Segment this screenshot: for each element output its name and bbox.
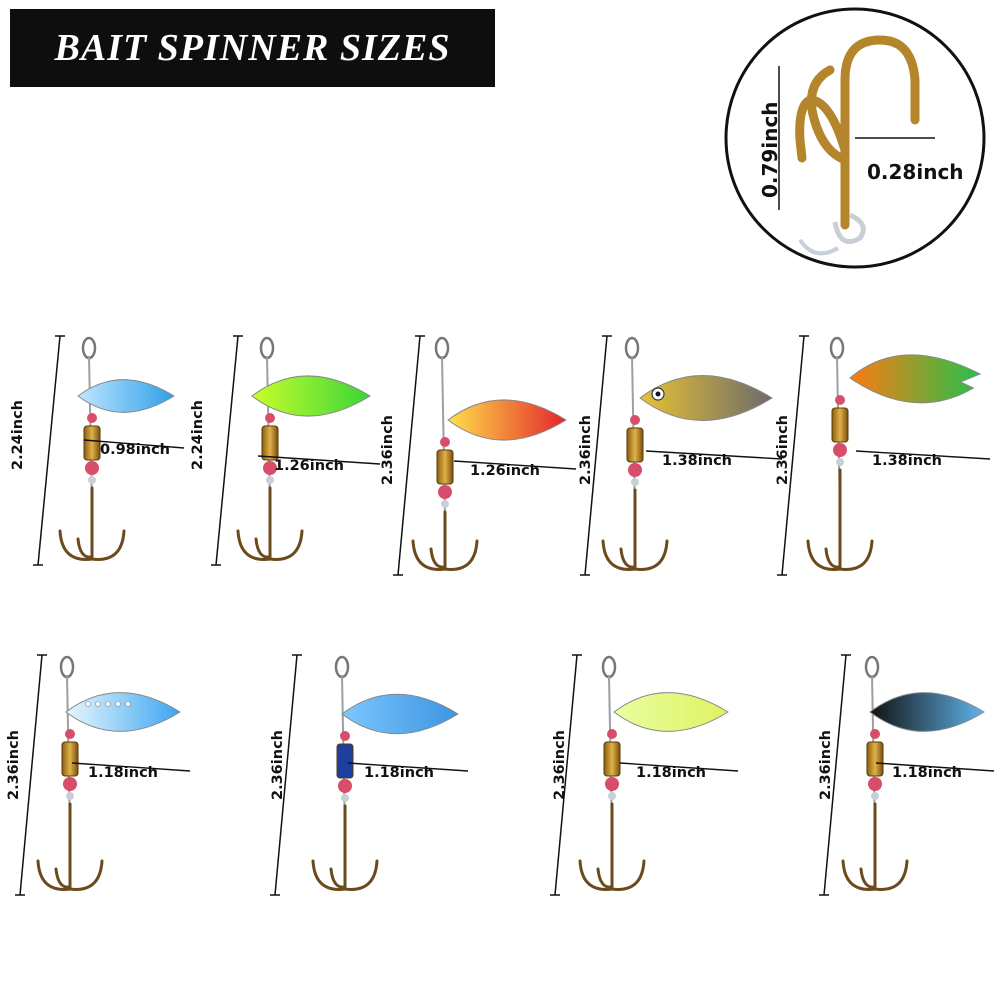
spinner-blade: [447, 399, 567, 441]
width-dimension-line: [347, 762, 469, 772]
treble-hook: [58, 486, 126, 561]
blade-width-label: 1.18inch: [364, 765, 434, 781]
hook-width-label: 0.28inch: [867, 160, 964, 184]
spinner-blade: [341, 693, 459, 735]
spinner-length-label: 2.36inch: [818, 730, 834, 800]
treble-hook-detail: [724, 7, 986, 269]
width-dimension-line: [619, 762, 739, 772]
spinner-lure: [580, 335, 783, 576]
treble-hook: [806, 468, 874, 571]
spinner-body: [83, 425, 101, 461]
treble-hook: [311, 804, 379, 891]
length-dimension-line: [584, 335, 608, 576]
spinner-length-label: 2.36inch: [380, 415, 396, 485]
spinner-body: [436, 449, 454, 485]
spinner-body: [261, 425, 279, 461]
spinner-length-label: 2.36inch: [6, 730, 22, 800]
blade-width-label: 1.18inch: [88, 765, 158, 781]
hook-height-label: 0.79inch: [758, 101, 782, 198]
spinner-lure: [819, 654, 995, 896]
length-dimension-line: [37, 335, 61, 566]
spinner-blade: [613, 692, 729, 732]
length-dimension-line: [554, 654, 578, 896]
spinner-blade: [869, 692, 985, 732]
title-banner: BAIT SPINNER SIZES: [10, 9, 495, 87]
spinner-length-label: 2.36inch: [270, 730, 286, 800]
spinner-length-label: 2.36inch: [552, 730, 568, 800]
spinner-body: [626, 427, 644, 463]
treble-hook: [36, 802, 104, 891]
spinner-blade: [65, 692, 181, 732]
length-dimension-line: [781, 335, 805, 576]
blade-width-label: 1.38inch: [872, 453, 942, 469]
spinner-lure: [550, 654, 739, 896]
spinner-lure: [211, 335, 381, 566]
blade-width-label: 0.98inch: [100, 442, 170, 458]
width-dimension-line: [855, 450, 991, 460]
spinner-length-label: 2.24inch: [10, 400, 26, 470]
width-dimension-line: [875, 762, 995, 772]
spinner-length-label: 2.36inch: [775, 415, 791, 485]
spinner-blade: [849, 354, 982, 404]
treble-hook: [411, 510, 479, 571]
spinner-lure: [393, 335, 577, 576]
page-title: BAIT SPINNER SIZES: [54, 27, 451, 69]
length-dimension-line: [215, 335, 239, 566]
spinner-length-label: 2.36inch: [578, 415, 594, 485]
spinner-body: [61, 741, 79, 777]
spinner-body: [831, 407, 849, 443]
treble-hook: [841, 802, 909, 891]
length-dimension-line: [19, 654, 43, 896]
spinner-blade: [251, 375, 371, 417]
blade-width-label: 1.26inch: [470, 463, 540, 479]
spinner-lure: [270, 654, 469, 896]
spinner-length-label: 2.24inch: [190, 400, 206, 470]
spinner-blade: [639, 375, 773, 421]
spinner-lure: [15, 654, 191, 896]
blade-width-label: 1.18inch: [892, 765, 962, 781]
blade-width-label: 1.38inch: [662, 453, 732, 469]
blade-width-label: 1.18inch: [636, 765, 706, 781]
treble-hook: [601, 488, 669, 571]
width-dimension-line: [645, 450, 783, 460]
width-dimension-line: [71, 762, 191, 772]
width-dimension-line: [453, 460, 577, 470]
blade-width-label: 1.26inch: [274, 458, 344, 474]
spinner-blade: [77, 379, 175, 413]
spinner-lure: [33, 335, 185, 566]
spinner-body: [866, 741, 884, 777]
spinner-lure: [777, 335, 991, 576]
treble-hook: [578, 802, 646, 891]
width-dimension-line: [83, 439, 185, 449]
length-dimension-line: [397, 335, 421, 576]
spinner-body: [336, 743, 354, 779]
treble-hook: [236, 486, 304, 561]
width-dimension-line: [257, 455, 381, 465]
length-dimension-line: [823, 654, 847, 896]
spinner-body: [603, 741, 621, 777]
length-dimension-line: [274, 654, 298, 896]
